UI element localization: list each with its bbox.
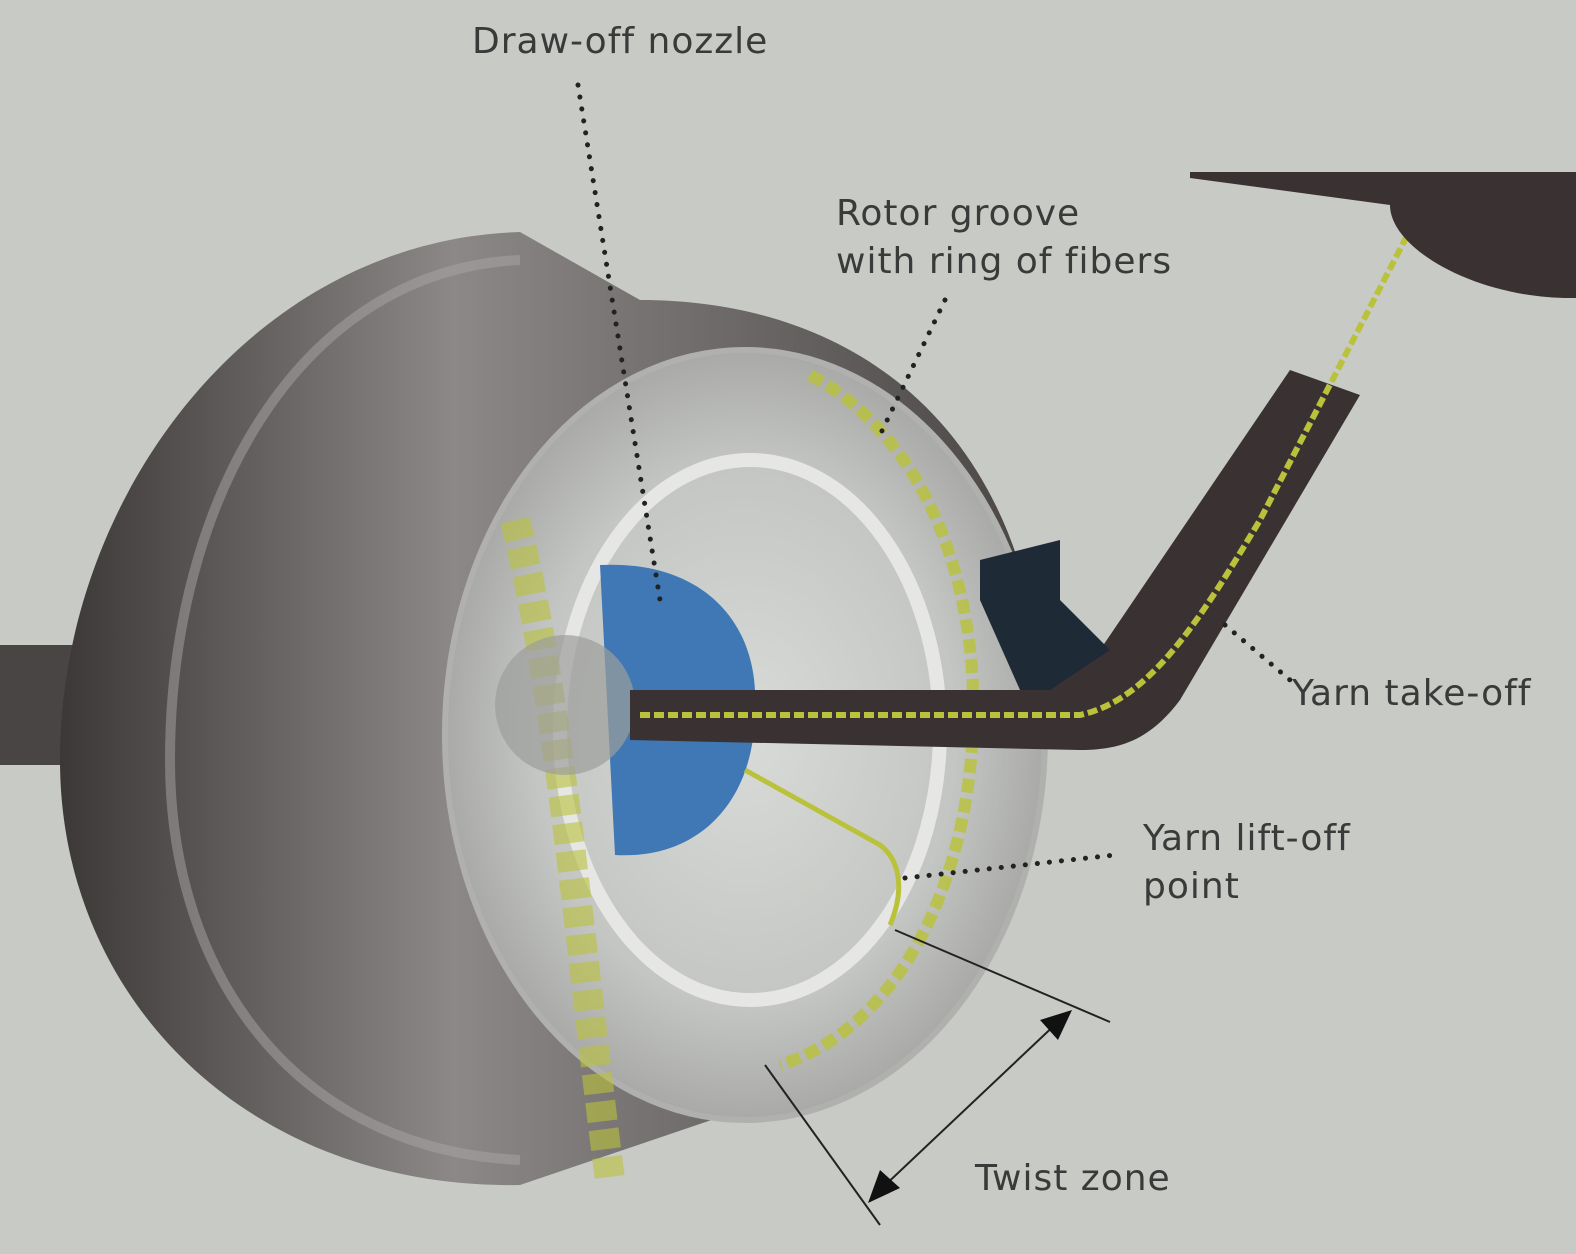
twist-zone-dimension — [764, 929, 1111, 1226]
label-rotor-groove: Rotor groove with ring of fibers — [836, 190, 1172, 286]
label-yarn-take-off: Yarn take-off — [1292, 673, 1532, 714]
yarn-lift-off — [743, 767, 902, 926]
leader-lines — [575, 82, 1293, 881]
take-off-roller — [1190, 172, 1576, 299]
arrow-head-top — [1040, 1010, 1072, 1040]
rotor-hub — [495, 635, 635, 775]
yarn-tube — [630, 370, 1360, 750]
label-draw-off-nozzle: Draw-off nozzle — [472, 21, 769, 62]
tube-clamp — [980, 540, 1110, 690]
rotor-rim — [164, 255, 521, 1165]
label-yarn-lift-off: Yarn lift-off point — [1143, 815, 1351, 911]
arrow-head-bottom — [868, 1170, 900, 1203]
label-twist-zone: Twist zone — [975, 1158, 1171, 1199]
fiber-feed-band — [500, 516, 625, 1182]
rotor-groove-fibers — [778, 369, 980, 1071]
label-yarn-lift-off-line2: point — [1143, 866, 1240, 907]
label-rotor-groove-line2: with ring of fibers — [836, 241, 1173, 282]
label-yarn-lift-off-line1: Yarn lift-off — [1143, 818, 1351, 859]
label-rotor-groove-line1: Rotor groove — [836, 193, 1081, 234]
